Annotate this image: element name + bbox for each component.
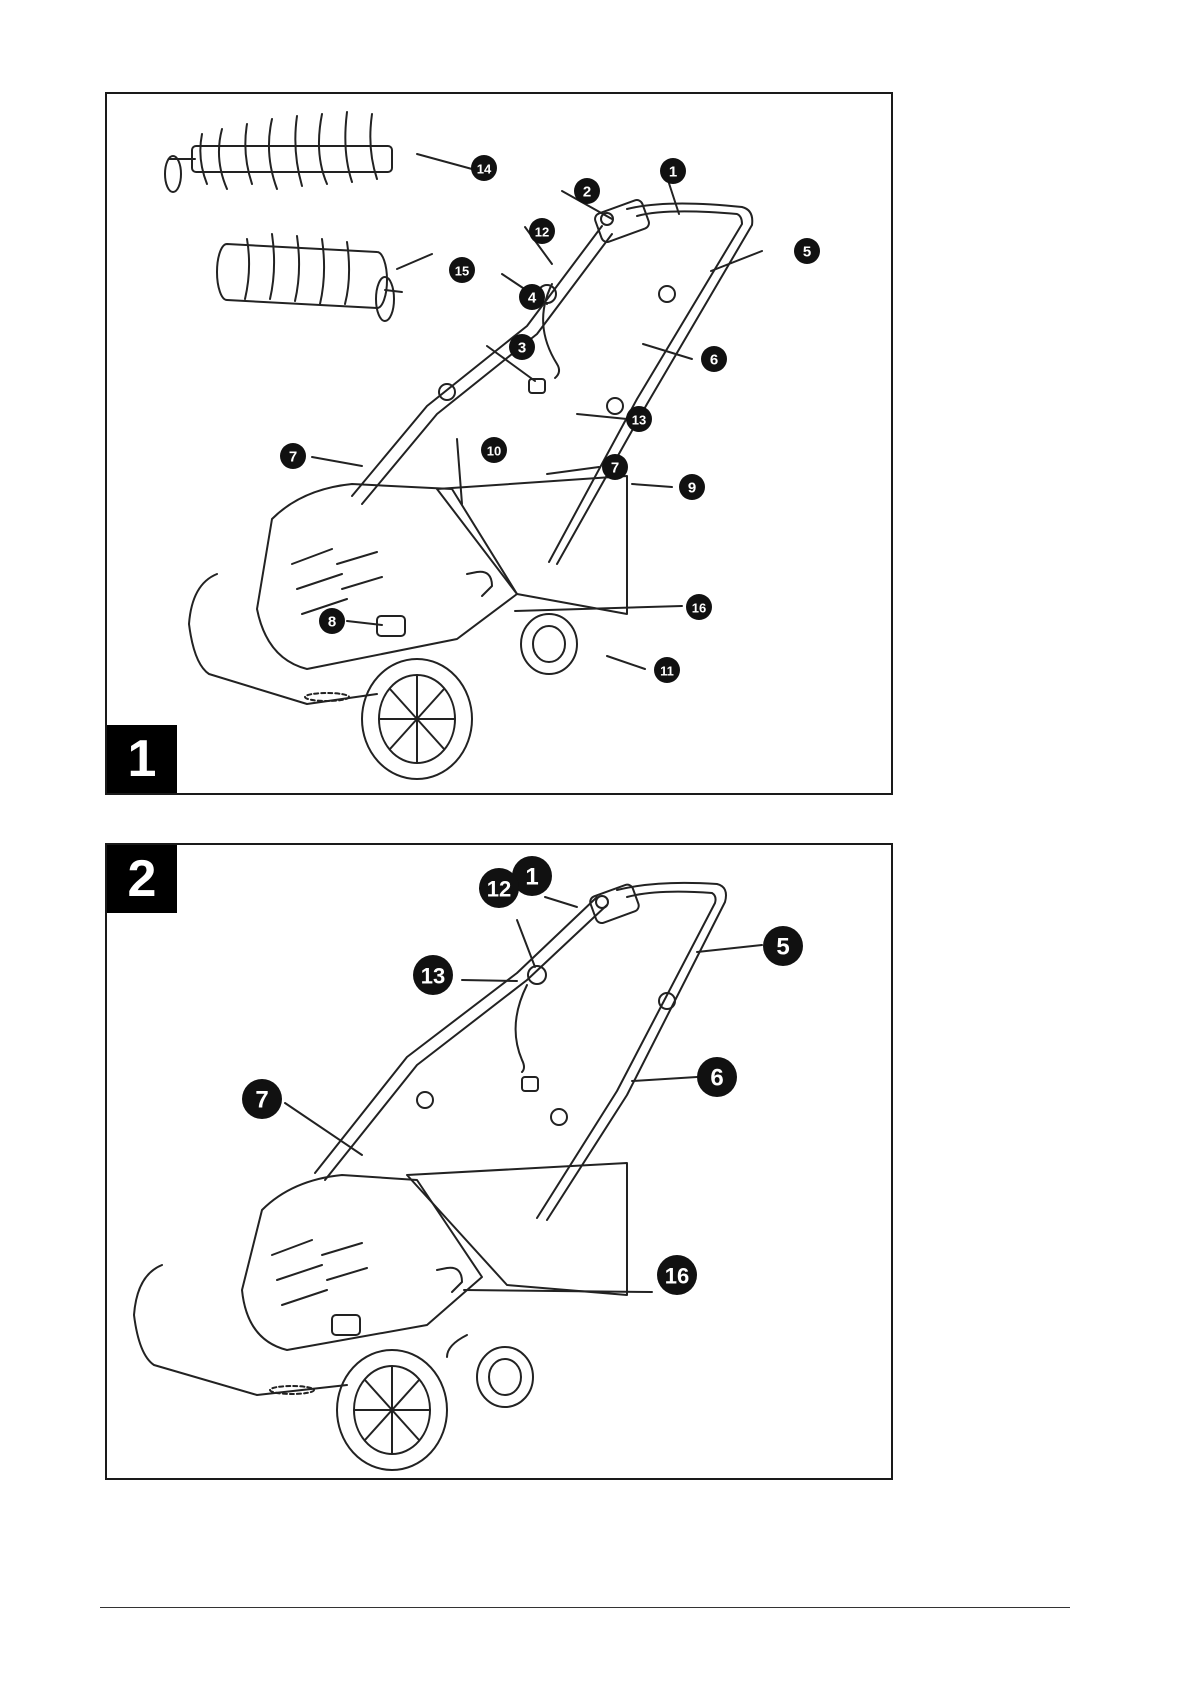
handle-icon [352,198,752,564]
callout-number: 14 [477,162,492,177]
callout-16: 16 [686,594,712,620]
callout-number: 3 [518,340,526,357]
callout-number: 16 [665,1264,689,1289]
callout-number: 10 [487,444,501,459]
callout-number: 5 [776,934,789,961]
callout-3: 3 [509,334,535,360]
callout-number: 13 [421,964,445,989]
callout-10: 10 [481,437,507,463]
scarifier-roller-icon [217,234,402,321]
callout-4: 4 [519,284,545,310]
callout-14: 14 [471,155,497,181]
scarifier-body-icon [189,476,627,779]
figure-2-callouts: 1 12 5 13 6 7 16 [242,856,803,1295]
callout-15: 15 [449,257,475,283]
callout-6: 6 [701,346,727,372]
callout-5: 5 [763,926,803,966]
callout-number: 9 [688,480,696,497]
figure-number: 2 [107,845,177,913]
callout-number: 11 [660,664,674,679]
callout-12: 12 [479,868,519,908]
callout-7: 7 [242,1079,282,1119]
callout-number: 6 [710,1065,723,1092]
callout-13: 13 [626,406,652,432]
callout-number: 8 [328,614,336,631]
callout-number: 7 [255,1087,268,1114]
callout-1: 1 [660,158,686,184]
figure-2: 1 12 5 13 6 7 16 2 [105,843,893,1480]
callout-5: 5 [794,238,820,264]
callout-number: 13 [632,413,646,428]
callout-number: 7 [611,460,619,477]
callout-number: 16 [692,601,706,616]
callout-7: 7 [602,454,628,480]
callout-6: 6 [697,1057,737,1097]
callout-number: 6 [710,352,718,369]
callout-7: 7 [280,443,306,469]
callout-12: 12 [529,218,555,244]
tine-roller-icon [165,112,392,192]
figure-2-drawing: 1 12 5 13 6 7 16 [107,845,895,1482]
callout-number: 4 [528,290,537,307]
callout-number: 15 [455,264,469,279]
callout-13: 13 [413,955,453,995]
callout-number: 5 [803,244,811,261]
callout-16: 16 [657,1255,697,1295]
callout-number: 12 [535,225,549,240]
callout-number: 2 [583,184,591,201]
callout-2: 2 [574,178,600,204]
callout-8: 8 [319,608,345,634]
callout-number: 7 [289,449,297,466]
leader-lines [285,897,762,1292]
callout-number: 12 [487,877,511,902]
callout-11: 11 [654,657,680,683]
callout-9: 9 [679,474,705,500]
footer-rule [100,1607,1070,1608]
callout-number: 1 [669,164,677,181]
figure-number: 1 [107,725,177,793]
callout-number: 1 [525,864,538,891]
